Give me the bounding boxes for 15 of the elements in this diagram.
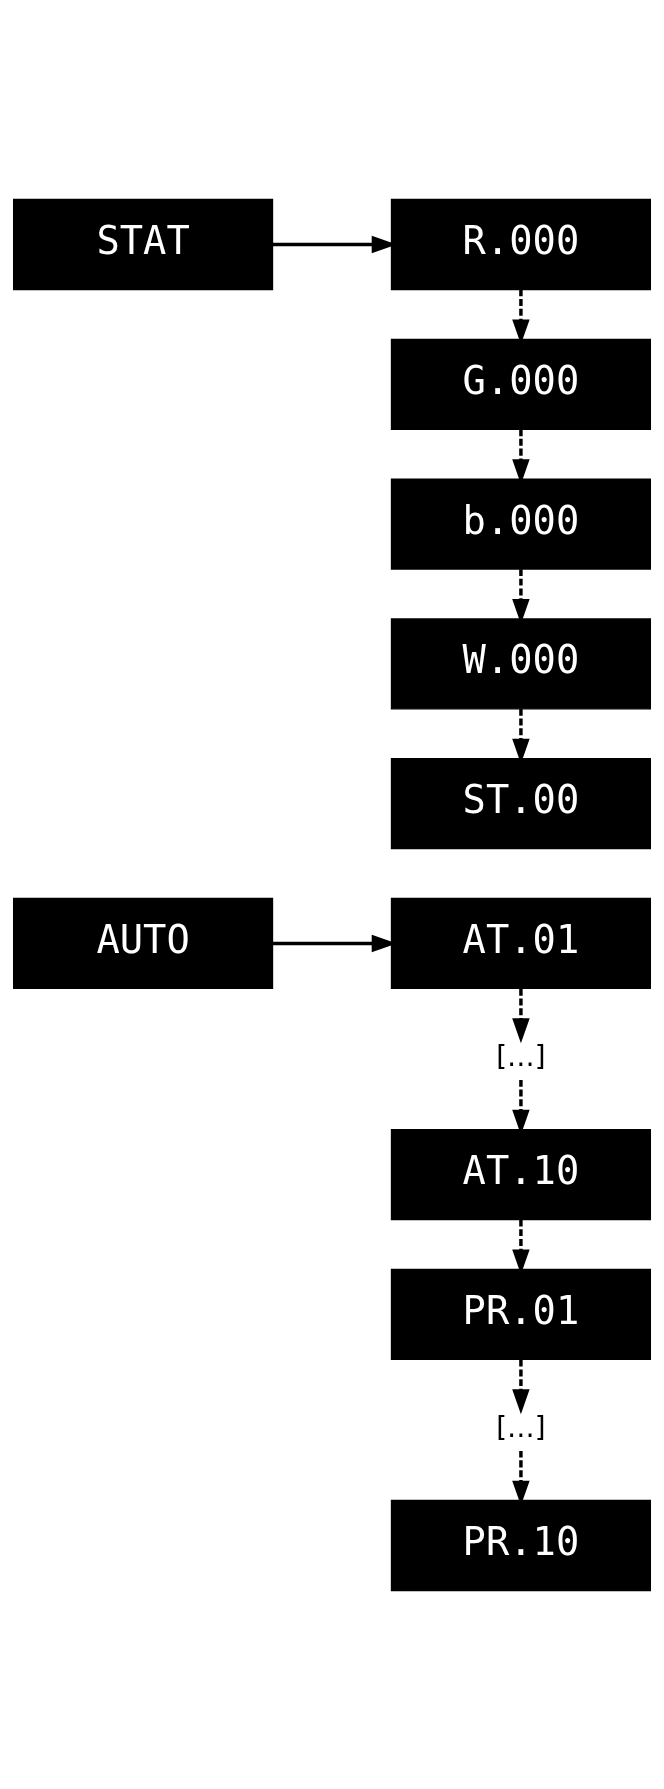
node-box: R.000: [390, 198, 651, 290]
arrow: [512, 988, 530, 1043]
node-box: ST.00: [390, 757, 651, 849]
node-text: […]: [496, 1039, 546, 1073]
node-box: PR.01: [390, 1268, 651, 1360]
arrow: [512, 1359, 530, 1414]
node-box: AT.01: [390, 897, 651, 989]
node-box: G.000: [390, 338, 651, 430]
node-text: […]: [496, 1410, 546, 1444]
node-box: b.000: [390, 477, 651, 570]
node-box: STAT: [13, 198, 274, 290]
node-box: AUTO: [13, 897, 274, 989]
node-box: W.000: [390, 617, 651, 710]
node-box: AT.10: [390, 1128, 651, 1220]
node-box: PR.10: [390, 1499, 651, 1591]
